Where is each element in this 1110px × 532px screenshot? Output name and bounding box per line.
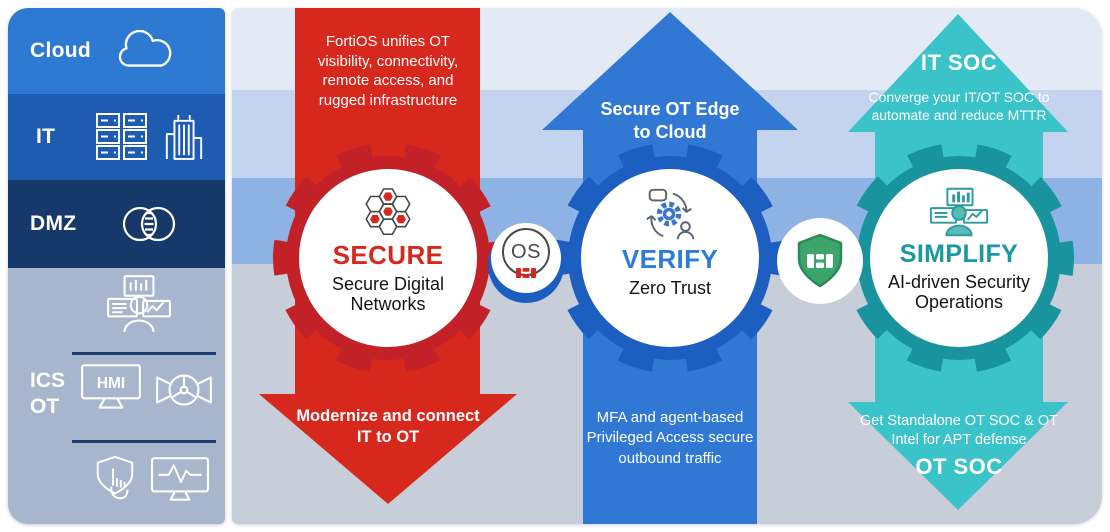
- venn-icon: [123, 206, 176, 242]
- verify-bottom-text: MFA and agent-based Privileged Access se…: [586, 409, 754, 467]
- fortinet-shield-badge: [777, 218, 863, 304]
- ics-ot-label: ICS OT: [30, 368, 65, 421]
- dmz-label: DMZ: [30, 212, 77, 235]
- shield-press-icon: [96, 456, 134, 500]
- secure-bottom-text: Modernize and connect IT to OT: [296, 407, 480, 446]
- it-soc-label: IT SOC: [920, 50, 998, 75]
- ot-soc-label: OT SOC: [915, 454, 1003, 479]
- simplify-top-text: Converge your IT/OT SOC to automate and …: [868, 89, 1050, 124]
- secure-circle: SECURE Secure Digital Networks: [299, 169, 477, 347]
- ics-divider-top: [72, 352, 216, 355]
- servers-icon: [96, 113, 148, 160]
- os-label: OS: [511, 240, 541, 263]
- zero-trust-gear-person-icon: [646, 188, 695, 240]
- verify-gear: VERIFY Zero Trust: [552, 140, 788, 376]
- building-icon: [166, 115, 203, 160]
- main-diagram-panel: FortiOS unifies OT visibility, connectiv…: [232, 8, 1102, 524]
- operator-icon: [107, 275, 171, 332]
- layer-cloud: Cloud: [8, 8, 225, 94]
- fortios-dots-logo-icon: [516, 268, 536, 278]
- verify-gear-ring: [555, 143, 785, 373]
- verify-title: VERIFY: [621, 244, 719, 274]
- secure-subtitle: Secure Digital Networks: [331, 274, 445, 315]
- security-fabric-hexagons-icon: [365, 188, 411, 236]
- verify-subtitle: Zero Trust: [628, 278, 712, 298]
- fortinet-shield-icon: [797, 233, 843, 288]
- simplify-circle: SIMPLIFY AI-driven Security Operations: [870, 169, 1048, 347]
- simplify-subtitle: AI-driven Security Operations: [887, 272, 1031, 313]
- hmi-label: HMI: [97, 375, 125, 392]
- layer-dmz: DMZ: [8, 180, 225, 268]
- ics-label-line2: OT: [30, 395, 60, 419]
- valve-icon: [156, 374, 212, 406]
- hmi-monitor-icon: HMI: [81, 364, 141, 409]
- layer-ics-ot: ICS OT HMI: [8, 268, 225, 524]
- verify-top-text: Secure OT Edge to Cloud: [600, 99, 740, 143]
- simplify-gear: SIMPLIFY AI-driven Security Operations: [841, 140, 1077, 376]
- ics-label-line1: ICS: [30, 369, 66, 392]
- simplify-bottom-text: Get Standalone OT SOC & OT Intel for APT…: [860, 413, 1058, 448]
- secure-top-text: FortiOS unifies OT visibility, connectiv…: [317, 33, 459, 109]
- cloud-label: Cloud: [30, 39, 91, 62]
- cloud-icon: [118, 30, 172, 67]
- it-label: IT: [36, 125, 56, 148]
- verify-circle: VERIFY Zero Trust: [581, 169, 759, 347]
- simplify-title: SIMPLIFY: [899, 240, 1019, 268]
- ics-divider-bottom: [72, 440, 216, 443]
- fortios-badge: OS: [491, 223, 561, 293]
- secure-gear: SECURE Secure Digital Networks: [270, 140, 506, 376]
- soc-analyst-icon: [929, 187, 989, 237]
- layer-it: IT: [8, 94, 225, 180]
- waveform-monitor-icon: [151, 457, 209, 501]
- secure-title: SECURE: [332, 240, 444, 270]
- network-layers-sidebar: Cloud IT: [8, 8, 225, 524]
